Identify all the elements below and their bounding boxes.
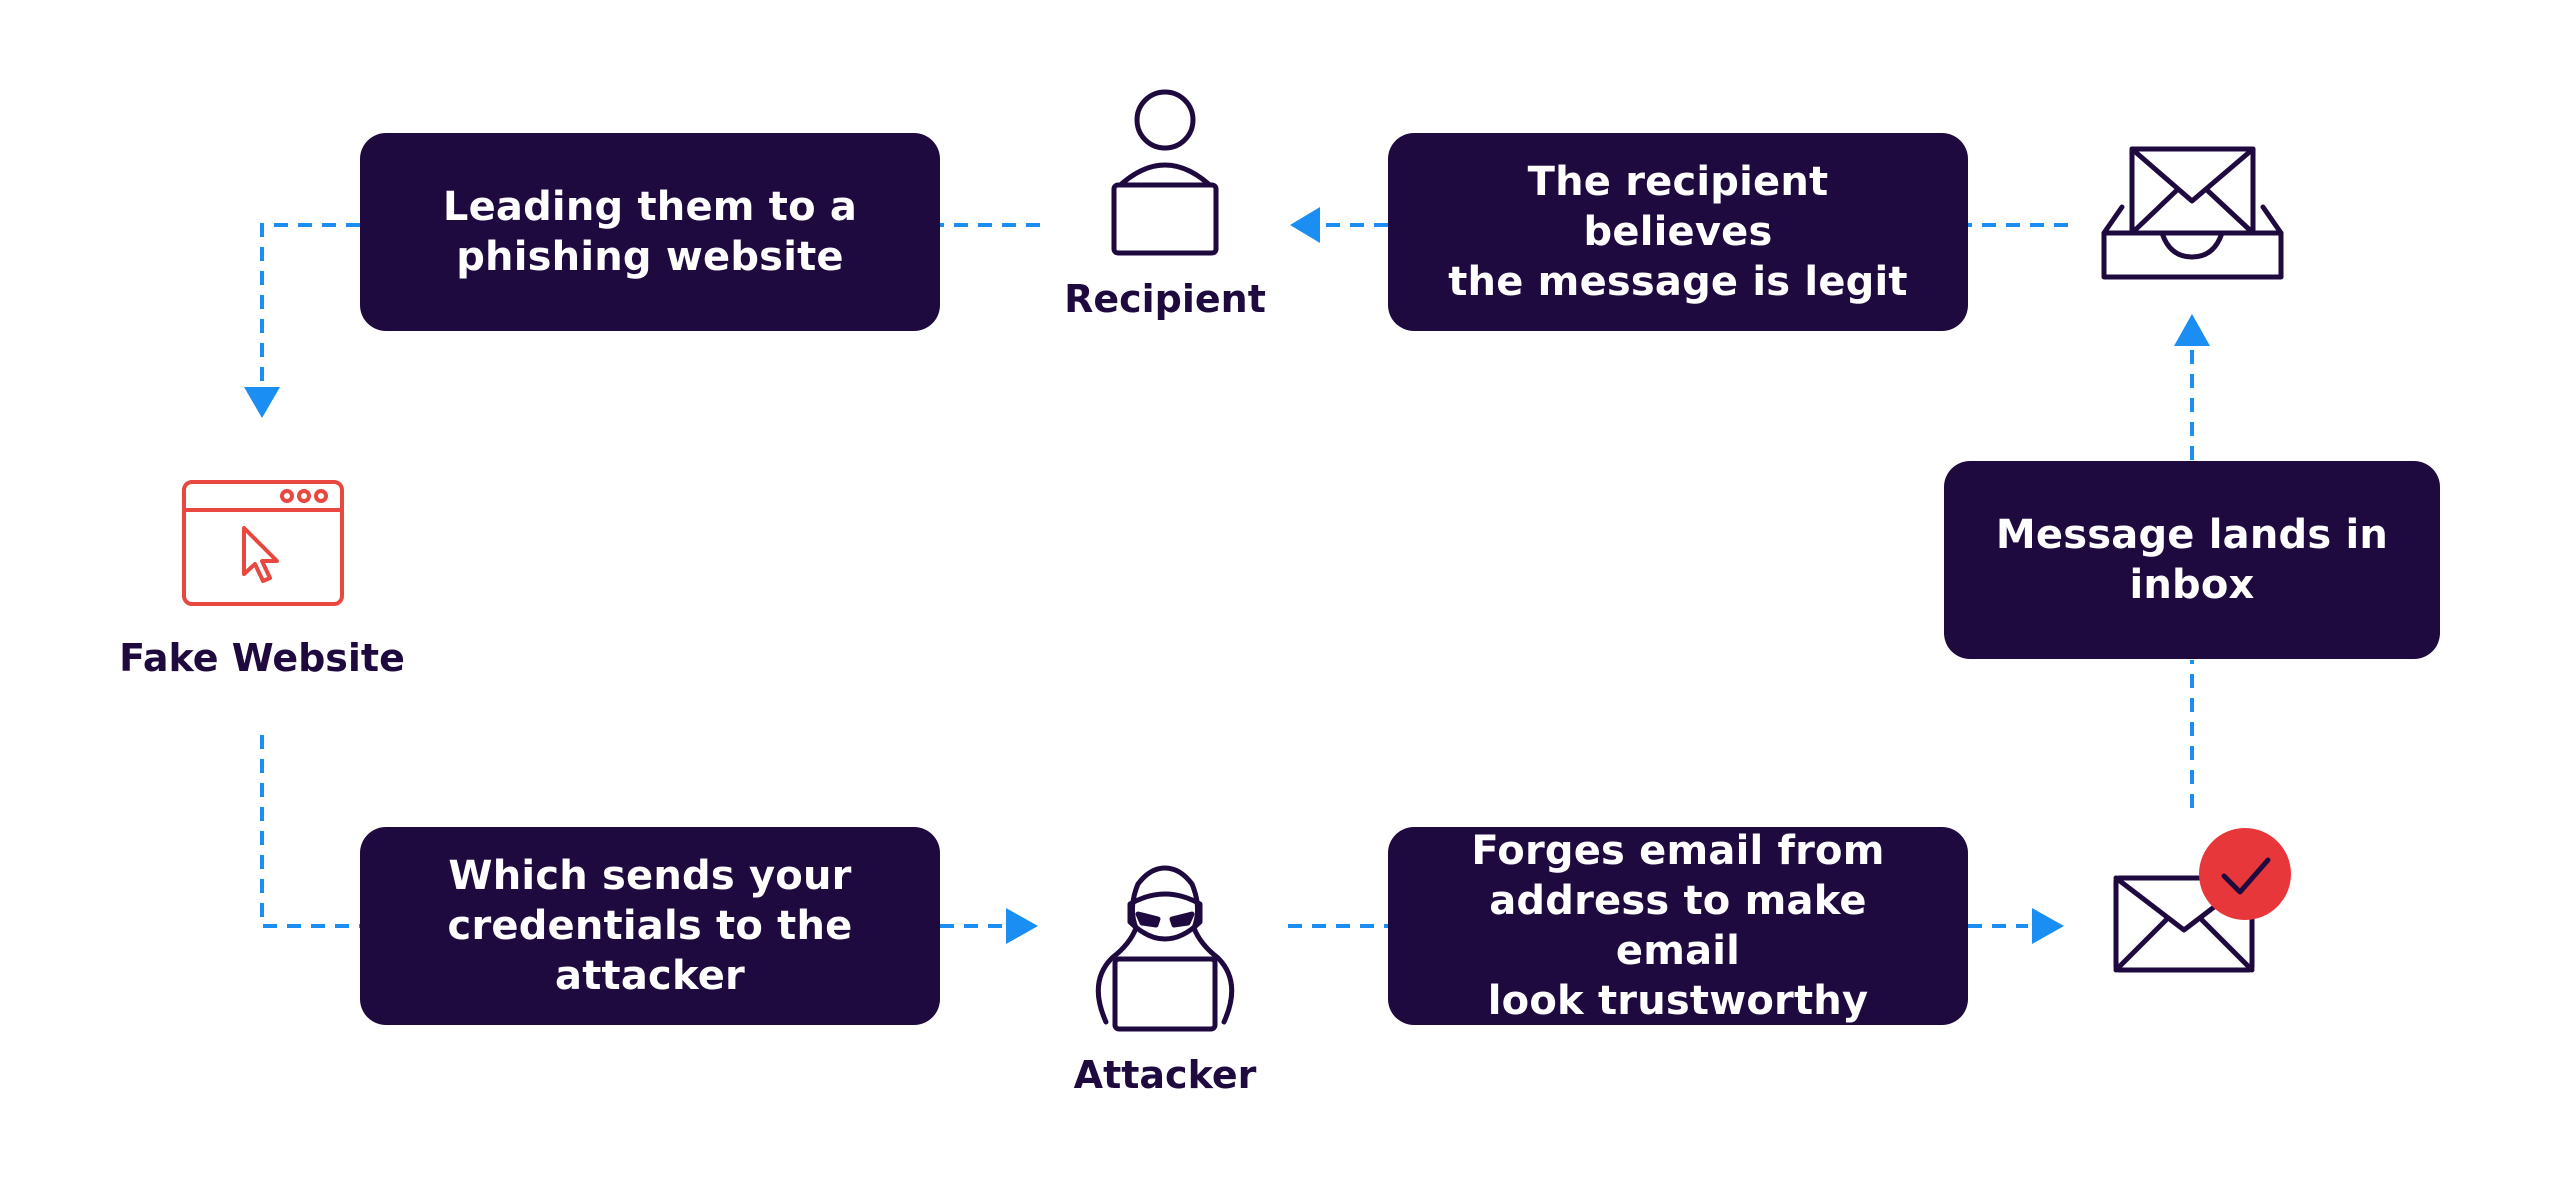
- connector-website-to-sends: [260, 735, 360, 928]
- connector-leading-to-website: [260, 223, 360, 390]
- step-text-leading-to-phishing: Leading them to a phishing website: [442, 184, 858, 280]
- step-box-sends-credentials: Which sends your credentials to the atta…: [360, 827, 940, 1025]
- arrowhead-right-attacker: [1006, 908, 1038, 944]
- envelope-check-icon: [2113, 828, 2291, 973]
- hooded-hacker-icon: [1095, 865, 1235, 1032]
- step-text-message-lands: Message lands in inbox: [1995, 512, 2389, 608]
- step-text-sends-credentials: Which sends your credentials to the atta…: [447, 853, 853, 999]
- person-at-laptop-icon: [1111, 89, 1219, 256]
- check-badge: [2199, 828, 2291, 920]
- arrowhead-left-recipient: [1290, 207, 1320, 243]
- step-box-recipient-believes: The recipient believes the message is le…: [1388, 133, 1968, 331]
- node-label-fake-website: Fake Website: [119, 636, 405, 680]
- check-mark-icon: [2221, 857, 2271, 895]
- browser-window-cursor-icon: [182, 480, 344, 606]
- step-text-forges-email: Forges email from address to make email …: [1471, 828, 1885, 1024]
- arrowhead-down-website: [244, 387, 280, 418]
- arrowhead-up-inbox: [2174, 314, 2210, 346]
- step-box-forges-email: Forges email from address to make email …: [1388, 827, 1968, 1025]
- inbox-tray-envelope-icon: [2101, 146, 2284, 280]
- step-text-recipient-believes: The recipient believes the message is le…: [1448, 159, 1908, 305]
- step-box-leading-to-phishing: Leading them to a phishing website: [360, 133, 940, 331]
- node-label-recipient: Recipient: [1064, 277, 1266, 321]
- step-box-message-lands: Message lands in inbox: [1944, 461, 2440, 659]
- node-label-attacker: Attacker: [1073, 1053, 1257, 1097]
- arrowhead-right-email: [2032, 908, 2064, 944]
